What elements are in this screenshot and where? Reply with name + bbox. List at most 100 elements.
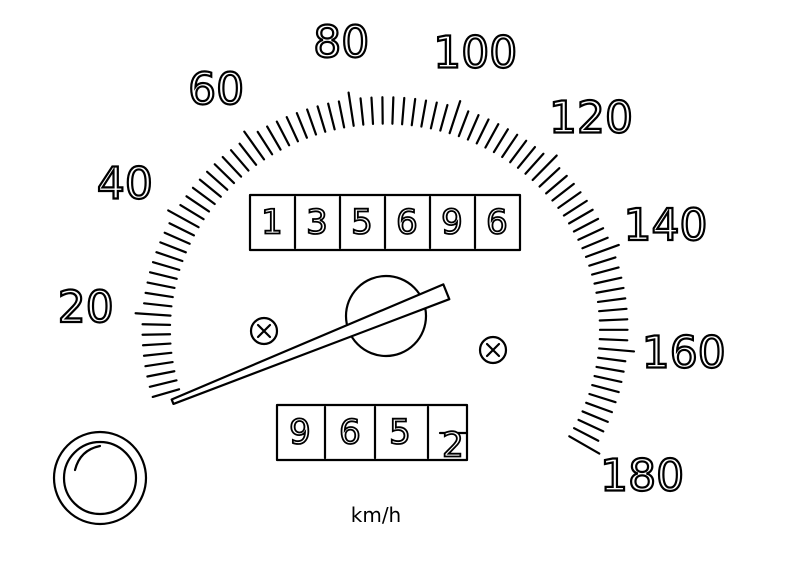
tick-mark <box>524 152 545 175</box>
tick-mark <box>562 199 588 217</box>
tick-mark <box>151 388 181 398</box>
tick-mark <box>492 128 509 154</box>
tick-mark <box>221 155 243 178</box>
trip-digit: 5 <box>389 413 411 453</box>
tick-mark <box>141 333 172 336</box>
trip-digit: 6 <box>339 413 361 453</box>
tick-mark <box>596 356 627 363</box>
odometer-digit: 6 <box>396 203 418 243</box>
tick-mark <box>568 435 601 455</box>
tick-mark <box>429 101 438 130</box>
tick-mark <box>141 323 172 327</box>
tick-mark <box>168 222 196 237</box>
scale-label-180: 180 <box>600 450 684 501</box>
tick-mark <box>191 186 216 206</box>
tick-mark <box>588 256 617 267</box>
tick-mark <box>148 379 178 388</box>
tick-mark <box>306 108 318 136</box>
scale-label-40: 40 <box>97 159 153 210</box>
scale-label-100: 100 <box>433 27 517 78</box>
tick-mark <box>198 178 222 198</box>
tick-mark <box>148 271 178 280</box>
tick-mark <box>457 110 470 138</box>
tick-mark <box>238 142 258 166</box>
tick-mark <box>484 123 500 149</box>
tick-mark <box>179 203 205 221</box>
tick-mark <box>475 118 490 145</box>
tick-mark <box>448 100 462 135</box>
tick-mark <box>213 163 236 185</box>
tick-mark <box>146 281 176 290</box>
scale-label-60: 60 <box>188 64 244 115</box>
trip-digit: 9 <box>289 413 311 453</box>
tick-mark <box>572 217 600 233</box>
tick-mark <box>337 100 346 129</box>
tick-mark <box>370 96 375 126</box>
tick-mark <box>146 370 176 378</box>
tick-mark <box>185 195 211 213</box>
tick-mark <box>295 112 308 139</box>
tick-mark <box>151 261 181 271</box>
tick-mark <box>466 114 480 141</box>
tick-mark <box>509 139 528 164</box>
scale-label-140: 140 <box>624 200 708 251</box>
odometer-digit: 1 <box>261 203 283 243</box>
tick-mark <box>501 133 519 159</box>
tick-mark <box>144 291 174 299</box>
tick-mark <box>243 130 266 161</box>
tick-mark <box>567 208 594 225</box>
unit-label: km/h <box>351 503 401 527</box>
scale-label-20: 20 <box>58 282 114 333</box>
tick-mark <box>598 347 636 353</box>
odometer-digit: 6 <box>486 203 508 243</box>
tick-mark <box>598 338 629 342</box>
tick-mark <box>593 276 623 285</box>
tick-mark <box>598 318 629 322</box>
tick-mark <box>593 374 623 384</box>
trip-reset-knob[interactable] <box>52 430 148 526</box>
tick-mark <box>591 383 620 394</box>
odometer-digit: 5 <box>351 203 373 243</box>
tick-mark <box>531 154 558 182</box>
tick-mark <box>316 105 327 133</box>
tick-mark <box>516 145 537 169</box>
odometer-digit: 3 <box>306 203 328 243</box>
tick-mark <box>595 286 625 294</box>
tick-mark <box>266 125 282 151</box>
tick-mark <box>134 312 172 317</box>
odometer-digit: 9 <box>441 203 463 243</box>
tick-mark <box>143 302 173 308</box>
tick-mark <box>359 97 365 126</box>
tick-mark <box>581 410 609 423</box>
tick-mark <box>596 297 627 304</box>
tick-mark <box>167 209 200 229</box>
tick-mark <box>545 174 568 195</box>
tick-mark <box>577 418 605 433</box>
screw-icon <box>478 335 508 365</box>
tick-mark <box>229 149 250 172</box>
tick-mark <box>595 365 625 373</box>
tick-mark <box>155 251 184 263</box>
tick-mark <box>410 97 417 127</box>
tick-mark <box>538 167 561 188</box>
needle <box>170 283 451 406</box>
tick-mark <box>347 91 355 127</box>
tick-mark <box>551 182 575 202</box>
tick-mark <box>573 427 600 442</box>
tick-mark <box>557 191 582 209</box>
tick-mark <box>275 120 291 147</box>
tick-mark <box>256 130 274 156</box>
scale-label-80: 80 <box>313 17 369 68</box>
tick-mark <box>142 351 173 357</box>
tick-mark <box>585 401 614 414</box>
tick-mark <box>159 241 187 254</box>
tick-mark <box>391 96 395 125</box>
tick-mark <box>327 102 336 131</box>
tick-mark <box>144 360 174 368</box>
tick-mark <box>598 307 628 313</box>
screw-icon <box>249 316 279 346</box>
